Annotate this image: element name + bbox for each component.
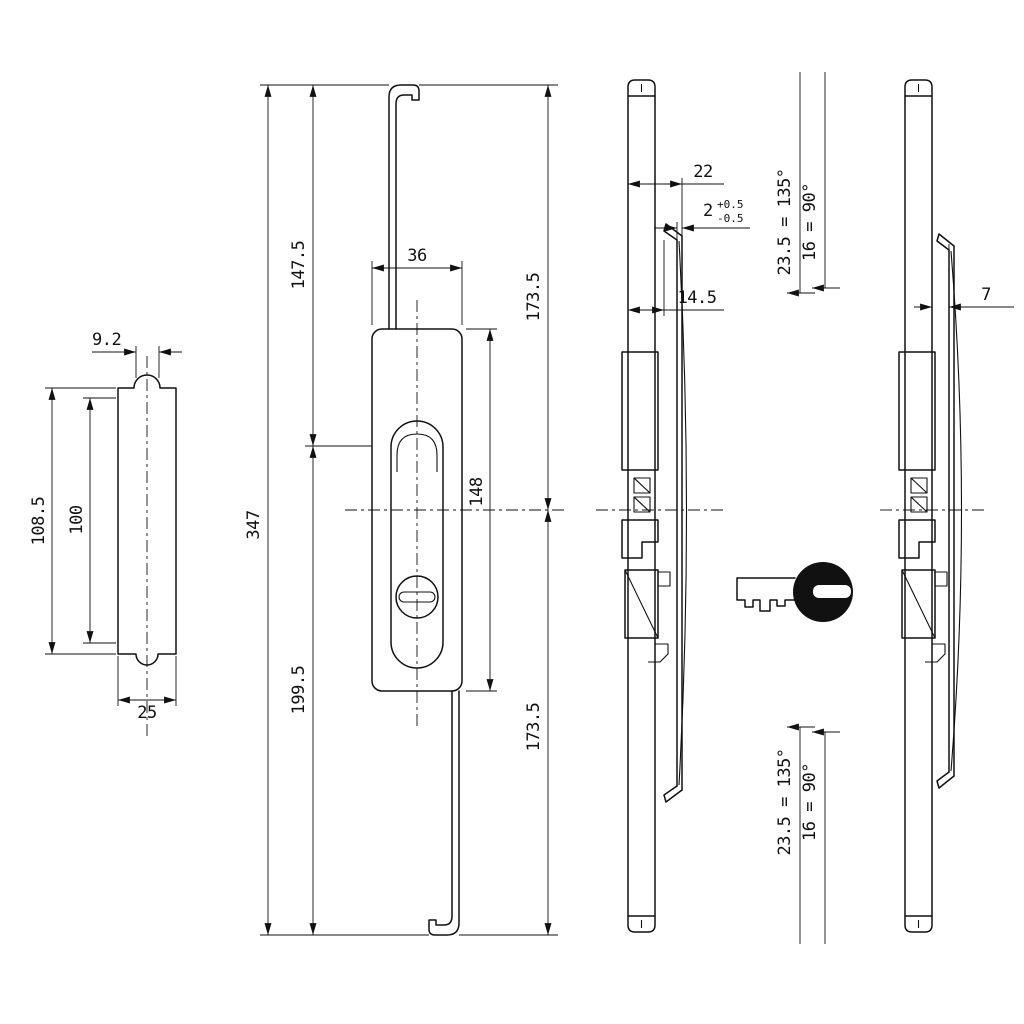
dim-tol-plus: +0.5 (717, 198, 744, 211)
blade-bow-line (678, 240, 688, 786)
blade-bend-bottom (936, 771, 955, 789)
dim-angle-bot-b: 16 = 90° (800, 763, 820, 841)
mechanism-bracket (621, 351, 659, 471)
dim-half-lower: 173.5 (524, 703, 544, 752)
side-view-b: 7 (880, 79, 1014, 933)
dim-angle-bot-a: 23.5 = 135° (775, 748, 795, 855)
rod-cap-top (627, 79, 656, 97)
dim-total-length: 347 (244, 510, 264, 539)
blade-bend-top (936, 233, 955, 251)
handle-grip (396, 433, 438, 472)
dim-lower-length: 199.5 (289, 666, 309, 715)
dim-offset: 14.5 (678, 288, 717, 308)
front-view: 147.5 199.5 347 36 148 173.5 173.5 (244, 84, 565, 936)
dim-angle-top-b: 16 = 90° (800, 183, 820, 261)
spring-blade (936, 233, 963, 789)
lower-rod (428, 690, 460, 936)
blade-bow-line (950, 250, 963, 772)
dim-plate-width: 25 (137, 703, 156, 723)
side-view-a: 22 2 +0.5 -0.5 14.5 (596, 79, 853, 933)
dim-depth: 22 (693, 162, 712, 182)
dim-angle-top-a: 23.5 = 135° (775, 168, 795, 275)
lock-cylinder (395, 575, 439, 619)
upper-rod (388, 84, 420, 330)
spring-blade (663, 223, 688, 803)
key-head-slot (813, 585, 851, 598)
dim-tab-width: 9.2 (92, 330, 121, 350)
dim-tol-minus: -0.5 (717, 212, 744, 225)
rod-cap-bottom (627, 915, 656, 933)
dim-bar-width: 7 (981, 285, 991, 305)
blade-bend-top (663, 223, 683, 241)
end-profile-outline (117, 374, 177, 666)
dim-upper-length: 147.5 (289, 241, 309, 290)
dim-inner-height: 100 (67, 505, 87, 534)
dim-outer-height: 108.5 (29, 497, 49, 546)
side-tab (657, 571, 671, 587)
lock-case (371, 328, 463, 692)
rod-and-mechanism (898, 79, 948, 933)
key-blade (736, 577, 796, 612)
angle-annotations-top: 23.5 = 135° 16 = 90° (775, 72, 840, 297)
cam-block (624, 569, 659, 639)
key-icon (736, 562, 853, 622)
end-profile-view: 9.2 108.5 100 25 (29, 330, 182, 736)
dim-case-height: 148 (467, 477, 487, 506)
screw-detail (633, 477, 651, 494)
blade-bend-bottom (663, 785, 683, 803)
guide-hook (648, 643, 669, 663)
rod-and-mechanism (621, 79, 671, 933)
dim-half-upper: 173.5 (524, 273, 544, 322)
angle-annotations-bottom: 23.5 = 135° 16 = 90° (775, 723, 840, 944)
cylinder-slot (398, 591, 436, 603)
handle-recess (390, 420, 444, 669)
dim-thickness: 2 (703, 201, 713, 221)
latch-detail (621, 519, 659, 559)
screw-detail (633, 496, 651, 513)
dim-case-width: 36 (407, 246, 427, 266)
